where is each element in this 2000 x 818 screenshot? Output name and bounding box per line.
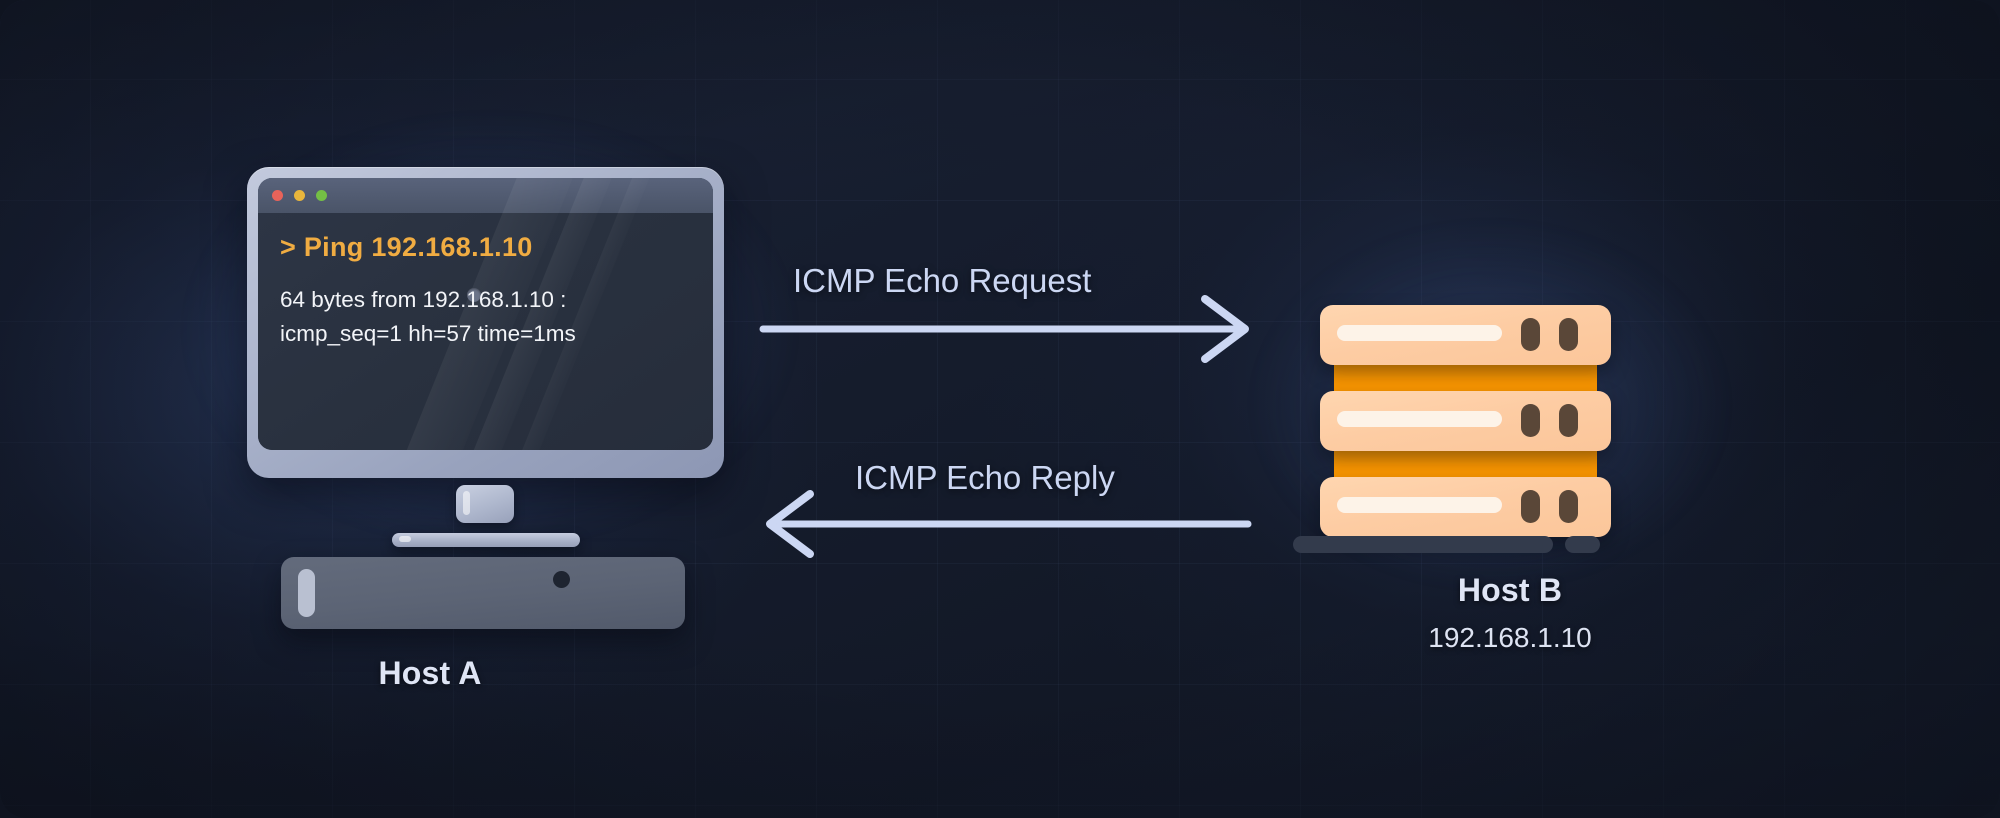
server-unit [1320, 305, 1611, 365]
server-indicator-icon [1521, 490, 1540, 523]
monitor-camera-icon [467, 288, 481, 302]
server-indicator-icon [1559, 490, 1578, 523]
desktop-tower [281, 557, 685, 629]
host-a-node: > Ping 192.168.1.10 64 bytes from 192.16… [0, 0, 860, 818]
server-indicator-icon [1559, 404, 1578, 437]
server-indicator-icon [1521, 318, 1540, 351]
monitor-frame: > Ping 192.168.1.10 64 bytes from 192.16… [247, 167, 724, 478]
terminal-window[interactable]: > Ping 192.168.1.10 64 bytes from 192.16… [258, 178, 713, 450]
server-unit [1320, 391, 1611, 451]
server-indicator-icon [1559, 318, 1578, 351]
terminal-titlebar [258, 178, 713, 213]
window-close-dot-icon[interactable] [272, 190, 283, 201]
server-indicator-icon [1521, 404, 1540, 437]
monitor-stand-neck [456, 485, 514, 523]
window-minimize-dot-icon[interactable] [294, 190, 305, 201]
window-maximize-dot-icon[interactable] [316, 190, 327, 201]
server-separator [1334, 364, 1597, 391]
desktop-power-button-icon[interactable] [553, 571, 570, 588]
desktop-drive-slot-icon [298, 569, 315, 617]
server-base-foot [1565, 536, 1600, 553]
host-b-ip-address: 192.168.1.10 [1428, 622, 1592, 653]
host-b-node: Host B 192.168.1.10 [1240, 0, 1780, 818]
terminal-prompt-line: > Ping 192.168.1.10 [280, 232, 533, 262]
host-a-label: Host A [378, 655, 482, 691]
server-base-bar [1293, 536, 1553, 553]
server-separator [1334, 450, 1597, 477]
server-unit [1320, 477, 1611, 537]
server-status-bar-icon [1337, 411, 1502, 427]
server-status-bar-icon [1337, 497, 1502, 513]
terminal-body: > Ping 192.168.1.10 64 bytes from 192.16… [258, 178, 713, 450]
monitor-stand-base [392, 533, 580, 547]
terminal-output-line: 64 bytes from 192.168.1.10 : icmp_seq=1 … [280, 287, 576, 347]
server-status-bar-icon [1337, 325, 1502, 341]
host-b-label: Host B [1457, 572, 1563, 608]
